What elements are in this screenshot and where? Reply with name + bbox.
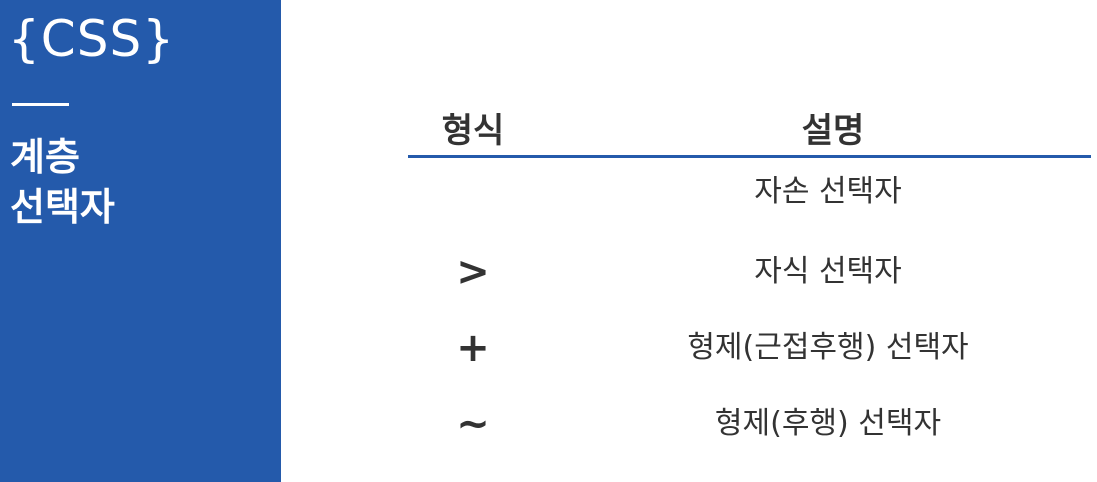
table-row: ~ 형제(후행) 선택자	[408, 386, 1091, 462]
header-format: 형식	[441, 111, 505, 151]
table-row: 자손 선택자	[408, 158, 1091, 234]
row-format: ~	[456, 401, 490, 447]
row-description: 형제(후행) 선택자	[714, 406, 942, 441]
section-title-line-1: 계층	[10, 135, 80, 179]
row-format: +	[456, 325, 490, 371]
table-row: + 형제(근접후행) 선택자	[408, 310, 1091, 386]
row-description: 형제(근접후행) 선택자	[687, 330, 969, 365]
header-description: 설명	[801, 111, 865, 151]
row-format	[408, 154, 538, 230]
sidebar-divider	[12, 103, 69, 106]
section-title: 계층 선택자	[10, 132, 115, 232]
selector-table: 형식 설명 자손 선택자 > 자식 선택자 + 형제(근접후행) 선택자 ~ 형…	[408, 104, 1091, 462]
row-format: >	[456, 249, 490, 295]
row-description: 자손 선택자	[754, 174, 902, 209]
sidebar: {CSS} 계층 선택자	[0, 0, 281, 482]
brand-logo-text: {CSS}	[8, 10, 176, 68]
section-title-line-2: 선택자	[10, 185, 115, 229]
row-description: 자식 선택자	[754, 254, 902, 289]
table-header: 형식 설명	[408, 104, 1091, 158]
table-row: > 자식 선택자	[408, 234, 1091, 310]
